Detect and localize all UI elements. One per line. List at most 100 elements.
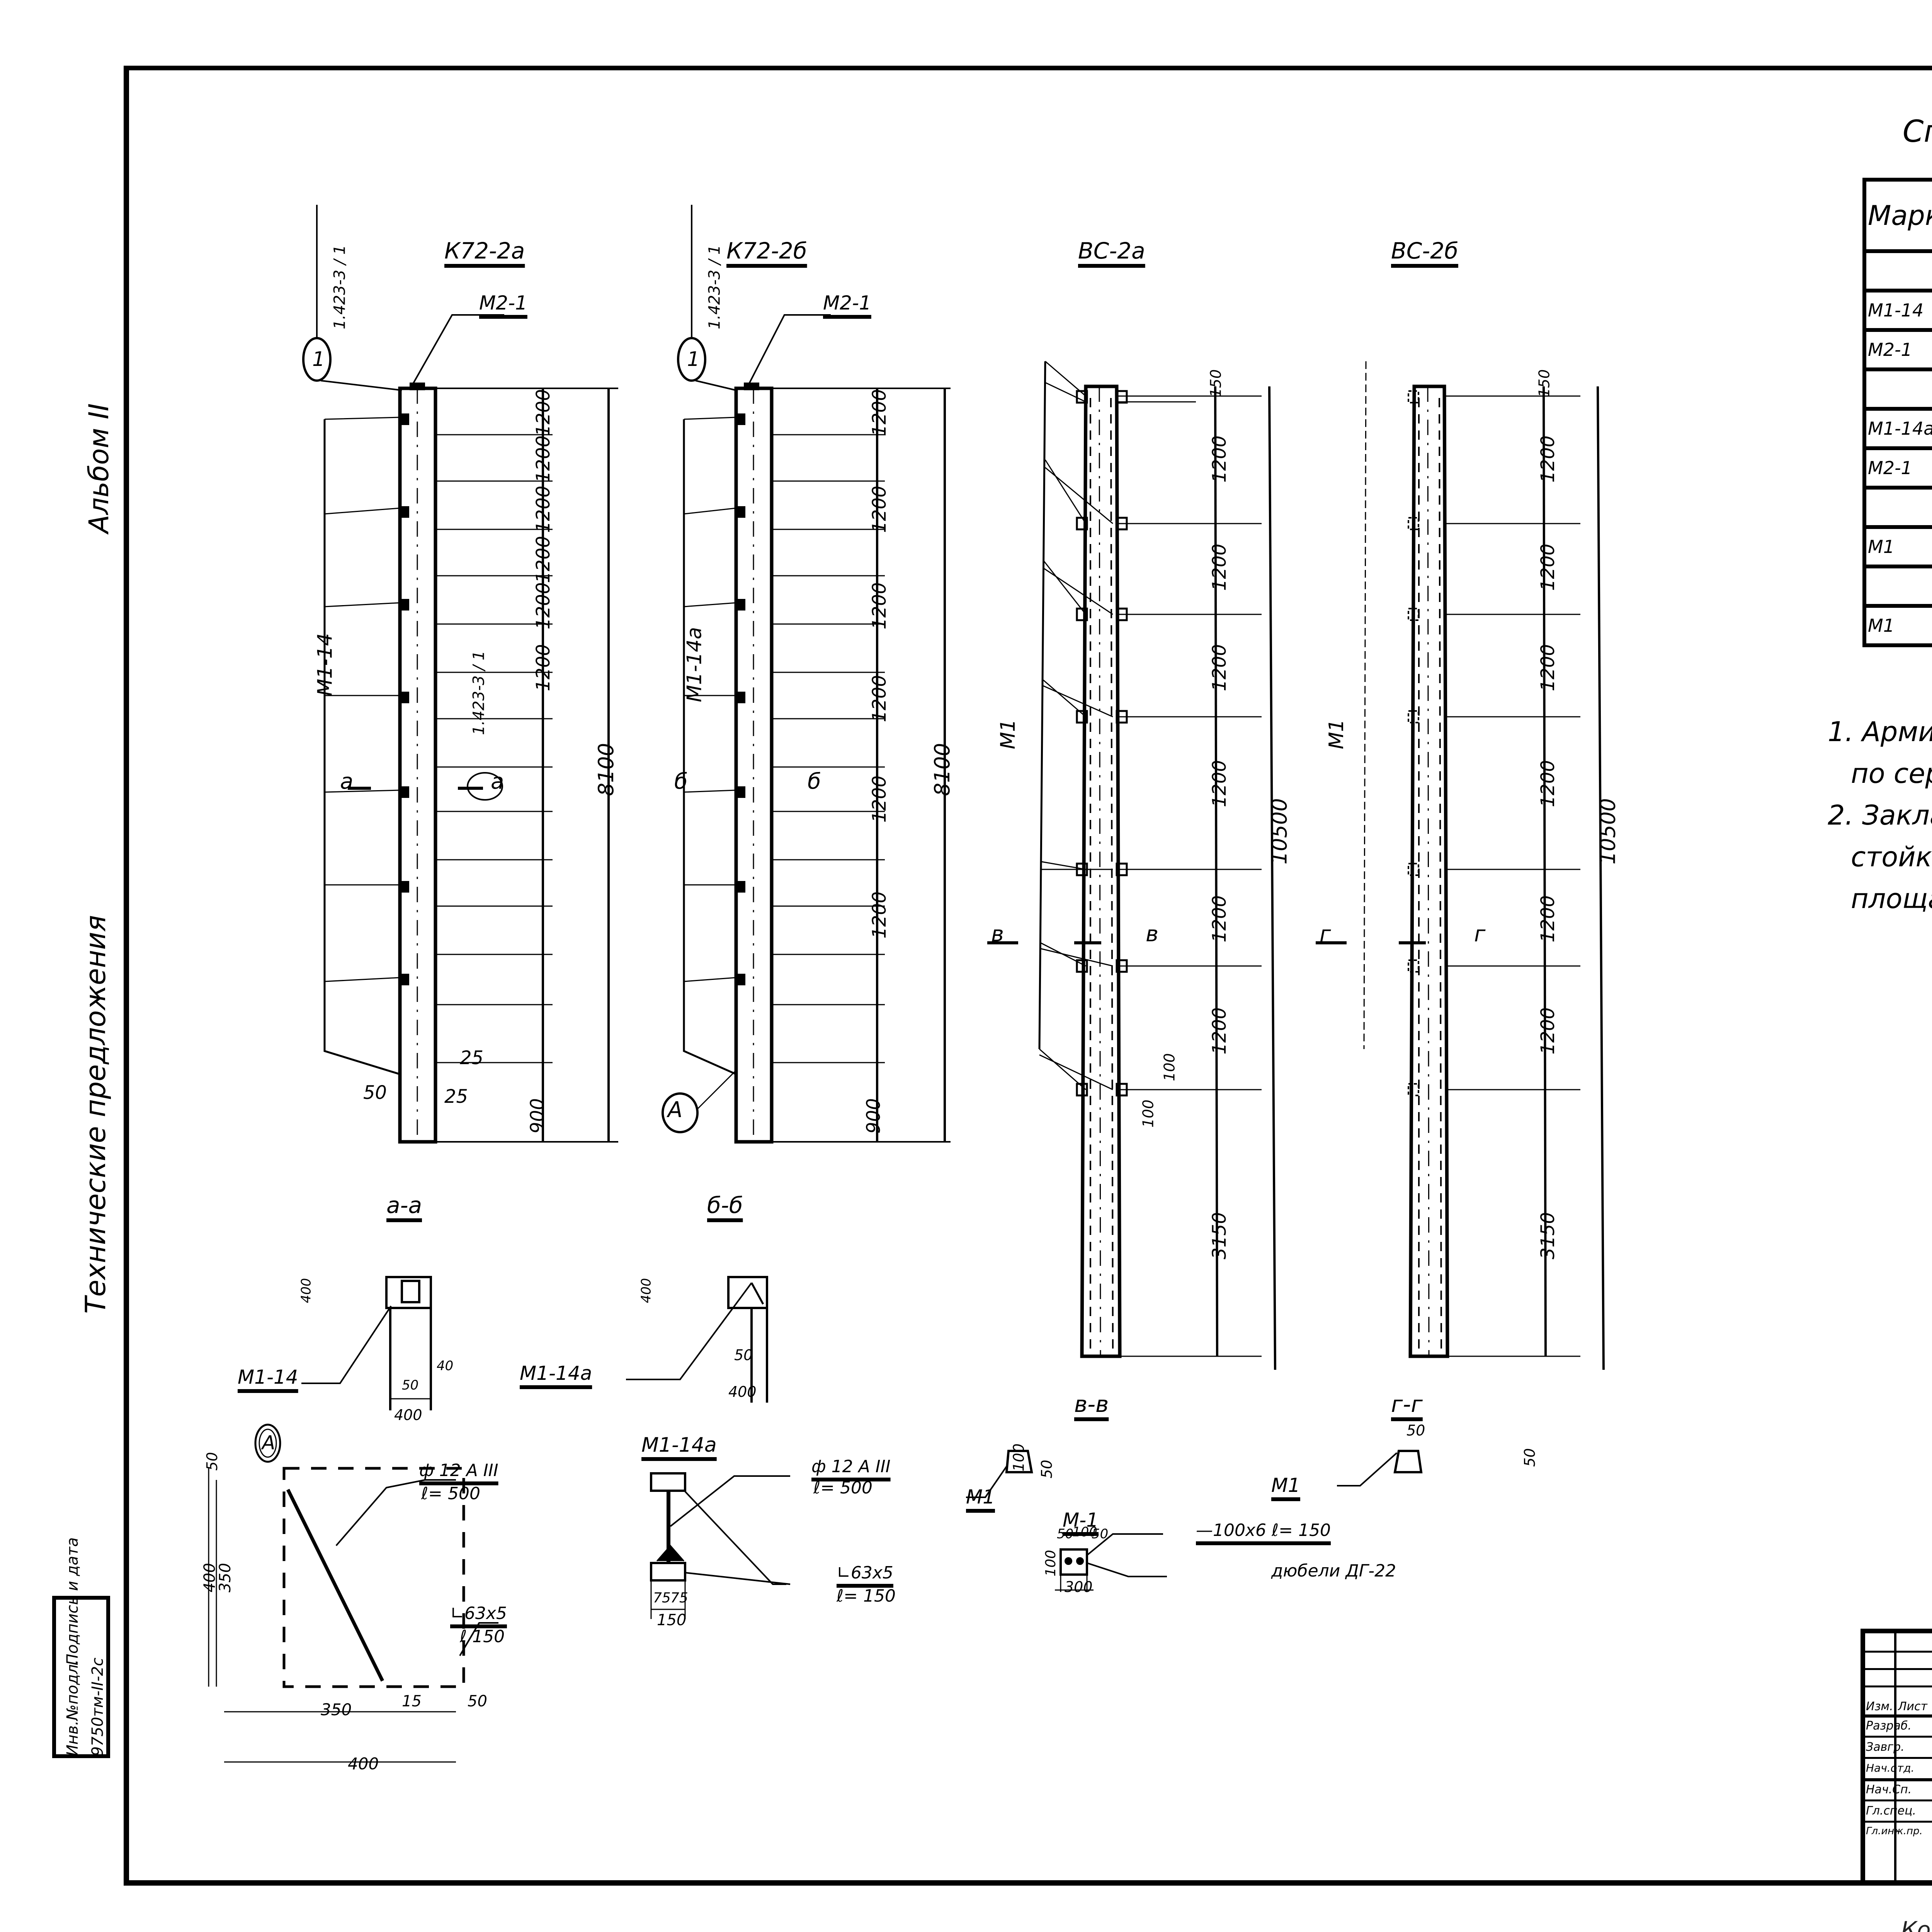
spec-header-mark: Марк. bbox=[1862, 178, 1932, 253]
copied-by: Копировала: Черновин bbox=[1901, 1917, 1932, 1932]
ref-1423-3: 1.423-3 / 1 bbox=[331, 245, 349, 330]
section-mark-b-left: б bbox=[674, 769, 688, 794]
detail-m1-14a-angle-len: ℓ= 150 bbox=[837, 1586, 896, 1606]
note-line: 1. Армирование колонн К72-2а,2б производ… bbox=[1828, 716, 1932, 748]
dim-350-a: 350 bbox=[216, 1563, 235, 1593]
detail-a-rebar: ф 12 А III bbox=[419, 1461, 498, 1480]
dim-1200: 1200 bbox=[1209, 543, 1231, 591]
detail-m-1-title: М-1 bbox=[1063, 1509, 1099, 1531]
spec-row: М1 КС-9 Закладная деталь 14 1,5 bbox=[1862, 525, 1932, 568]
general-notes: 1. Армирование колонн К72-2а,2б производ… bbox=[1828, 711, 1932, 920]
dim-3150: 3150 bbox=[1537, 1212, 1559, 1260]
section-part-m1-14: М1-14 bbox=[238, 1366, 298, 1388]
dim-400-bb: 400 bbox=[638, 1278, 654, 1303]
section-title-g-g: г-г bbox=[1391, 1391, 1423, 1417]
column-title-bc-2a: ВС-2а bbox=[1078, 238, 1145, 264]
spec-row: М2-1 ——"—— лист 125 ——"—— 1 8,4кг bbox=[1862, 328, 1932, 371]
detail-a-angle: ∟63х5 bbox=[450, 1604, 507, 1623]
dim-50-gg-v: 50 bbox=[1521, 1448, 1539, 1467]
spec-cell-mark: М1-14 bbox=[1862, 289, 1932, 332]
note-ref-1423: 1.423-3 / 1 bbox=[470, 650, 488, 735]
detail-circle-a: А bbox=[668, 1097, 683, 1122]
part-label-m1-14a: М1-14а bbox=[683, 627, 706, 702]
section-title-a-a: а-а bbox=[386, 1192, 422, 1218]
dim-1200: 1200 bbox=[532, 582, 554, 630]
dim-1200: 1200 bbox=[1537, 1007, 1559, 1055]
detail-m1-14a-title: М1-14а bbox=[641, 1434, 717, 1457]
dim-400-bb-bottom: 400 bbox=[728, 1383, 757, 1400]
dim-1200: 1200 bbox=[532, 644, 554, 692]
role: Завгр. bbox=[1866, 1740, 1905, 1754]
dim-3150: 3150 bbox=[1209, 1212, 1231, 1260]
dim-50-bb: 50 bbox=[734, 1347, 753, 1364]
dim-150: 150 bbox=[657, 1611, 687, 1629]
dim-50-a2: 50 bbox=[468, 1692, 487, 1710]
note-line: 2. Закладные детали М-1 - пристреливать … bbox=[1828, 799, 1932, 831]
part-label-m2-1b: М2-1 bbox=[823, 292, 871, 314]
dim-75b: 75 bbox=[670, 1590, 688, 1606]
spec-title: Спецификация закладных деталей на один э… bbox=[1886, 116, 1932, 179]
section-mark-a-left: а bbox=[340, 769, 354, 794]
dim-100: 100 bbox=[1161, 1053, 1178, 1082]
note-line: по серии 1.423-3 вып. 1,2. bbox=[1851, 758, 1932, 789]
part-label-m2-1: М2-1 bbox=[479, 292, 527, 314]
column-title-k72-2b: К72-2б bbox=[726, 238, 807, 264]
dim-1200: 1200 bbox=[1537, 895, 1559, 943]
dim-1200: 1200 bbox=[1537, 435, 1559, 483]
detail-m1-14a-rebar: ф 12 А III bbox=[811, 1457, 891, 1476]
dim-50-a: 50 bbox=[204, 1452, 221, 1471]
spec-title-line2: элемент bbox=[1886, 148, 1932, 179]
detail-a-title: А bbox=[262, 1432, 276, 1454]
role: Нач.отд. bbox=[1866, 1762, 1915, 1774]
dim-50-aa: 50 bbox=[402, 1378, 419, 1393]
column-title-bc-2b: ВС-2б bbox=[1391, 238, 1458, 264]
part-label-m1-bc2b: М1 bbox=[1325, 719, 1348, 749]
part-label-m1-bc2a: М1 bbox=[996, 719, 1020, 749]
dim-100-m1-v: 100 bbox=[1043, 1550, 1059, 1577]
callout-circle-1b: 1 bbox=[687, 348, 700, 371]
dim-1200: 1200 bbox=[869, 389, 891, 437]
spec-group-row: К72-2б bbox=[1862, 367, 1932, 411]
col-header-change: Изм. bbox=[1866, 1700, 1893, 1713]
section-mark-v-left: в bbox=[991, 922, 1004, 947]
dim-50-m1b: 50 bbox=[1092, 1526, 1109, 1542]
detail-a-angle-len: ℓ 150 bbox=[460, 1627, 505, 1646]
dim-100-m1: 100 bbox=[1072, 1524, 1097, 1540]
dim-50: 50 bbox=[363, 1082, 387, 1104]
detail-m-1-plate: —100х6 ℓ= 150 bbox=[1196, 1520, 1331, 1540]
dim-1200: 1200 bbox=[1537, 760, 1559, 808]
detail-m1-14a-angle: ∟63х5 bbox=[837, 1563, 893, 1583]
dim-50-gg: 50 bbox=[1406, 1422, 1425, 1439]
section-mark-g-left: г bbox=[1320, 922, 1331, 947]
detail-m1-14a-rebar-len: ℓ= 500 bbox=[813, 1478, 873, 1498]
section-mark-g-right: г bbox=[1474, 922, 1486, 947]
dim-total-10500: 10500 bbox=[1267, 798, 1292, 865]
spec-row: М1 КС-9 Закладная деталь 14 1,5 bbox=[1862, 604, 1932, 647]
ref-1423-3b: 1.423-3 / 1 bbox=[706, 245, 724, 330]
dim-1200: 1200 bbox=[532, 389, 554, 437]
dim-900: 900 bbox=[862, 1098, 884, 1134]
dim-50-vv: 50 bbox=[1038, 1459, 1056, 1479]
dim-25b: 25 bbox=[444, 1086, 468, 1107]
spec-cell-mark: М2-1 bbox=[1862, 328, 1932, 371]
title-block: 9750тм-II КС Шумозащитные ограждения авт… bbox=[1861, 1629, 1932, 1886]
callout-circle-1: 1 bbox=[312, 348, 325, 371]
role: Гл.инж.пр. bbox=[1866, 1825, 1923, 1837]
dim-1200: 1200 bbox=[1209, 435, 1231, 483]
spec-group-title: ВС-2а bbox=[1862, 486, 1932, 529]
dim-150: 150 bbox=[1536, 369, 1553, 398]
dim-1200: 1200 bbox=[869, 775, 891, 823]
role: Разраб. bbox=[1866, 1719, 1912, 1733]
spec-row: М1-14 Серия 1.423-3 вып. 2 лист 141 Закл… bbox=[1862, 289, 1932, 332]
spec-group-title: К72-2а bbox=[1862, 249, 1932, 293]
dim-100b: 100 bbox=[1139, 1099, 1157, 1128]
col-header-sheet: Лист bbox=[1898, 1700, 1928, 1713]
spec-cell-mark: М2-1 bbox=[1862, 446, 1932, 490]
spec-table: Марк. Обозначения Наименование Кол. Прим… bbox=[1862, 178, 1932, 647]
dim-150: 150 bbox=[1207, 369, 1225, 398]
dim-900: 900 bbox=[526, 1098, 548, 1134]
dim-1200: 1200 bbox=[1209, 895, 1231, 943]
dim-15-a: 15 bbox=[402, 1692, 422, 1710]
note-line: стойкам ВС-2 непосредственно на строй- bbox=[1851, 841, 1932, 873]
